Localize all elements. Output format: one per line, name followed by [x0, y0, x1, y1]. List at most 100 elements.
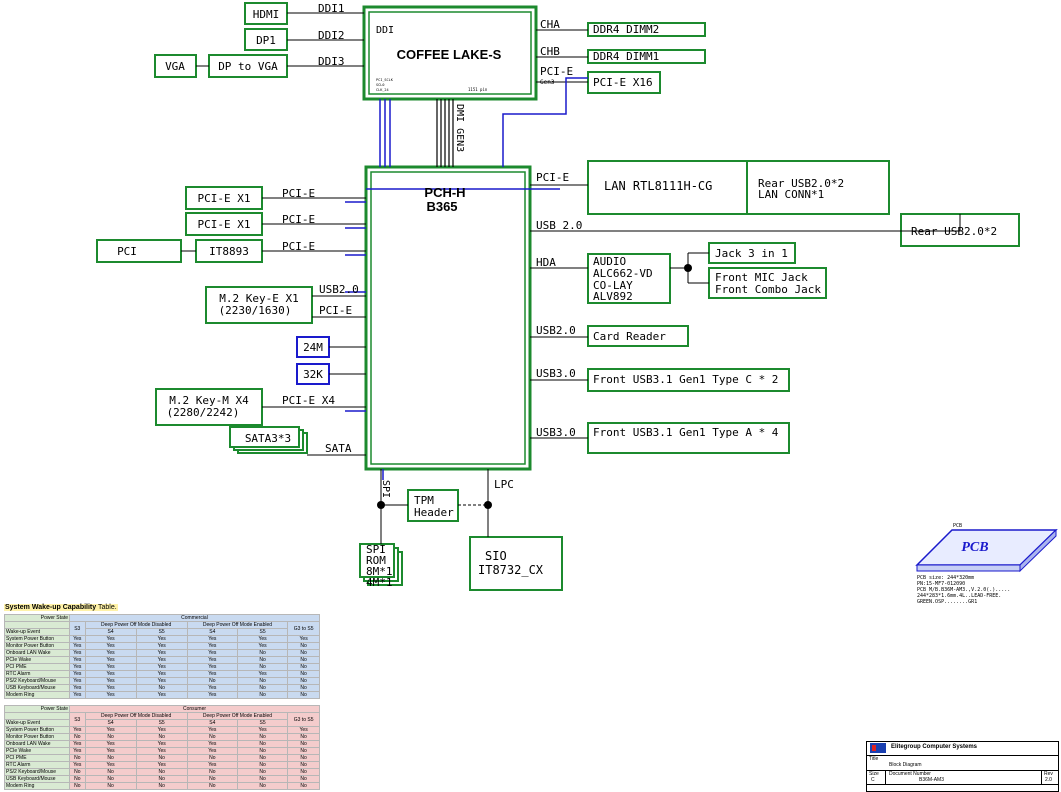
wake-value-cell: No [287, 670, 320, 678]
wake-value-cell: Yes [135, 649, 188, 657]
pci-box [96, 239, 182, 263]
wake-value-cell: No [186, 754, 238, 762]
wake-value-cell: No [186, 733, 238, 741]
wake-value-cell: Yes [84, 642, 137, 650]
m2-key-m-sub-label: (2280/2242) [167, 406, 240, 419]
wake-value-cell: No [287, 775, 320, 783]
wake-value-cell: Yes [186, 691, 238, 699]
wake-value-cell: Yes [84, 740, 137, 748]
wake-value-cell: No [236, 684, 289, 692]
spi-rom-label-4: 4M*1 [366, 576, 393, 589]
doc-number-label: Document Number [889, 771, 931, 777]
sata-box [229, 426, 300, 448]
spi-rom-label-1: SPI [366, 543, 386, 556]
usb30-bus-label-1: USB3.0 [536, 367, 576, 380]
pch-box [364, 165, 532, 471]
company-name: Elitegroup Computer Systems [891, 744, 978, 750]
wake-value-cell: No [69, 782, 86, 790]
wake-value-cell: No [135, 754, 188, 762]
table-header-cell: S5 [135, 628, 188, 636]
tpm-label-1: TPM [414, 494, 434, 507]
sata-bus-label: SATA [325, 442, 352, 455]
size-label: Size [869, 771, 879, 777]
wake-value-cell: No [236, 775, 289, 783]
table-header-cell: S5 [236, 719, 289, 727]
wake-value-cell: Yes [135, 677, 188, 685]
wake-value-cell: Yes [236, 642, 289, 650]
usb20-bus-label-2: USB2.0 [536, 324, 576, 337]
table-header-cell: S3 [69, 712, 86, 727]
wake-value-cell: Yes [287, 635, 320, 643]
wake-value-cell: No [135, 768, 188, 776]
hdmi-label: HDMI [253, 8, 280, 21]
wake-value-cell: No [84, 754, 137, 762]
wake-value-cell: No [287, 761, 320, 769]
dimm1-label: DDR4 DIMM1 [593, 50, 659, 63]
wake-value-cell: No [236, 691, 289, 699]
wake-value-cell: Yes [84, 747, 137, 755]
audio-line-1: AUDIO [593, 255, 626, 268]
wake-table-consumer: Power State Consumer S3 Deep Power Off M… [4, 705, 320, 790]
wake-value-cell: No [236, 761, 289, 769]
wake-value-cell: Yes [84, 761, 137, 769]
vga-label: VGA [165, 60, 185, 73]
rear-usb-label: Rear USB2.0*2 [911, 225, 997, 238]
table-header-cell [4, 712, 70, 720]
wake-value-cell: Yes [69, 740, 86, 748]
pcie-x1-label-1: PCI-E X1 [198, 192, 251, 205]
wake-event-cell: Onboard LAN Wake [4, 649, 70, 657]
wake-event-cell: Modem Ring [4, 782, 70, 790]
wake-value-cell: No [236, 768, 289, 776]
wake-value-cell: Yes [236, 726, 289, 734]
wake-value-cell: Yes [186, 656, 238, 664]
pcb-note-4: 244*283*1.6mm.4L..LEAD-FREE. [917, 593, 1001, 599]
pcie-x4-bus-label: PCI-E X4 [282, 394, 335, 407]
wake-value-cell: No [236, 740, 289, 748]
wake-value-cell: No [287, 656, 320, 664]
wake-value-cell: Yes [135, 740, 188, 748]
front-combo-jack-label: Front Combo Jack [715, 283, 821, 296]
wake-value-cell: No [84, 775, 137, 783]
cpu-pins-label: 1151 pin [468, 87, 488, 92]
table-header-cell: Deep Power Off Mode Enabled [186, 712, 289, 720]
table-header-cell: S3 [69, 621, 86, 636]
wake-value-cell: Yes [135, 726, 188, 734]
sata-label: SATA3*3 [245, 432, 291, 445]
wake-value-cell: No [135, 782, 188, 790]
wake-value-cell: No [287, 740, 320, 748]
wake-value-cell: No [135, 684, 188, 692]
cpu-pcie-gen-label: Gen3 [540, 79, 555, 86]
wake-value-cell: No [287, 649, 320, 657]
table-header-cell: G3 to S5 [287, 621, 320, 636]
wake-value-cell: Yes [84, 649, 137, 657]
jack-3in1-label: Jack 3 in 1 [715, 247, 788, 260]
wake-value-cell: No [236, 754, 289, 762]
pcie-bus-label-2: PCI-E [282, 213, 315, 226]
wake-value-cell: Yes [186, 761, 238, 769]
wake-value-cell: No [287, 684, 320, 692]
sio-label-1: SIO [485, 549, 507, 563]
pch-label: PCH-H [424, 185, 465, 200]
audio-line-4: ALV892 [593, 290, 633, 303]
usb30-bus-label-2: USB3.0 [536, 426, 576, 439]
wake-value-cell: Yes [84, 677, 137, 685]
wake-value-cell: Yes [186, 663, 238, 671]
wake-value-cell: No [287, 691, 320, 699]
wake-event-cell: PCIe Wake [4, 747, 70, 755]
table-header-cell: Power State [4, 705, 70, 713]
wake-value-cell: Yes [135, 656, 188, 664]
audio-line-3: CO-LAY [593, 279, 633, 292]
wake-value-cell: No [135, 733, 188, 741]
ddi3-label: DDI3 [318, 55, 345, 68]
spi-rom-box [359, 543, 395, 578]
lpc-bus-label: LPC [494, 478, 514, 491]
cpu-side-label-3: CLK_24 [376, 88, 389, 92]
spi-rom-label-2: ROM [366, 554, 386, 567]
wake-value-cell: Yes [69, 656, 86, 664]
